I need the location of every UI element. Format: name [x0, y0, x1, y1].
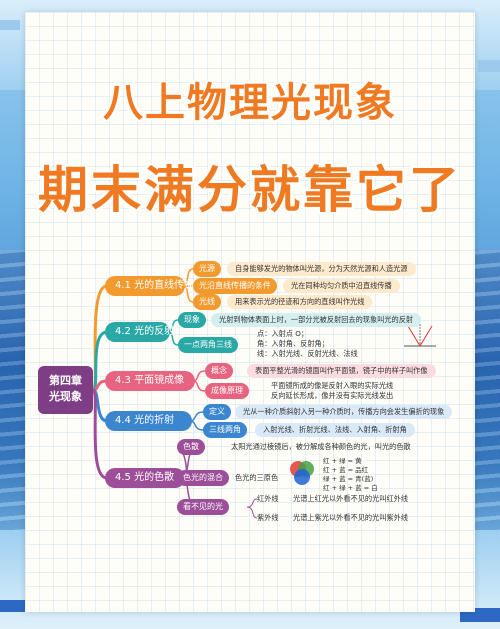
leaf-light-source: 自身能够发光的物体叫光源，分为天然光源和人造光源 — [227, 262, 416, 276]
root-line-2: 光现象 — [49, 390, 82, 403]
detail-line: 线：入射光线、反射光线、法线 — [257, 349, 358, 358]
sub-definition: 定义 — [203, 404, 231, 420]
title-line-2: 期末满分就靠它了 — [38, 161, 462, 219]
mix-magenta: 红 + 蓝 = 品红 — [323, 466, 369, 474]
pixel-decoration — [0, 20, 20, 30]
leaf-definition: 光从一种介质斜射入另一种介质时，传播方向会发生偏折的现象 — [235, 405, 453, 419]
branch-4-5: 4.5 光的色散 — [105, 468, 185, 488]
mind-map: 第四章 光现象 4.1 光的直线传播 光源 自身能够发光的物体叫光源，分为天然光… — [25, 250, 475, 550]
leaf-dispersion: 太阳光通过棱镜后，被分解成各种颜色的光，叫光的色散 — [231, 442, 411, 451]
branch-4-2: 4.2 光的反射 — [105, 322, 174, 342]
color-mix-list: 红 + 绿 = 黄 红 + 蓝 = 品红 绿 + 蓝 = 青(蓝) 红 + 绿 … — [323, 457, 378, 493]
sub-light-ray: 光线 — [193, 294, 221, 310]
reflection-diagram — [404, 324, 436, 347]
sub-color-mixing: 色光的混合 — [177, 470, 229, 486]
infrared-text: 光谱上红光以外看不见的光叫红外线 — [293, 494, 409, 503]
infrared-label: 红外线 — [257, 494, 279, 503]
principle-detail: 平面镜所成的像是反射入眼的实际光线 反向延长形成，像并没有实际光线发出 — [271, 381, 393, 401]
ultraviolet-text: 光谱上紫光以外看不见的光叫紫外线 — [293, 513, 409, 522]
sub-light-source: 光源 — [193, 261, 221, 277]
mix-cyan: 绿 + 蓝 = 青(蓝) — [323, 475, 374, 483]
rgb-circles-icon — [290, 461, 314, 485]
sub-three-lines-two-angles: 三线两角 — [203, 422, 247, 438]
principle-line-2: 反向延长形成，像并没有实际光线发出 — [271, 391, 394, 400]
mix-white: 红 + 绿 + 蓝 = 白 — [323, 484, 378, 492]
leaf-straight-condition: 光在同种均匀介质中沿直线传播 — [283, 279, 400, 293]
root-node: 第四章 光现象 — [38, 366, 93, 414]
pixel-decoration — [0, 600, 30, 612]
leaf-three-lines: 入射光线、折射光线、法线、入射角、折射角 — [255, 423, 415, 437]
sub-invisible-light: 看不见的光 — [177, 499, 229, 515]
notebook-card — [25, 12, 475, 612]
sub-phenomenon: 现象 — [178, 312, 206, 328]
ultraviolet-label: 紫外线 — [257, 513, 279, 522]
leaf-light-ray: 用来表示光的径迹和方向的直线叫作光线 — [227, 295, 373, 309]
title-line-1: 八上物理光现象 — [103, 80, 397, 126]
detail-angle: 角：入射角、反射角； — [257, 339, 329, 348]
branch-4-4: 4.4 光的折射 — [105, 411, 192, 431]
primary-colors-label: 色光的三原色 — [235, 473, 279, 482]
principle-line-1: 平面镜所成的像是反射入眼的实际光线 — [271, 381, 394, 390]
leaf-phenomenon: 光射到物体表面上时，一部分光被反射回去的现象叫光的反射 — [211, 313, 422, 327]
sub-concept: 概念 — [205, 363, 233, 379]
sub-imaging-principle: 成像原理 — [205, 383, 249, 399]
leaf-concept: 表面平整光滑的镜面叫作平面镜，镜子中的样子叫作像 — [247, 364, 436, 378]
pixel-decoration — [478, 60, 500, 72]
mix-yellow: 红 + 绿 = 黄 — [323, 457, 362, 465]
reflection-detail: 点：入射点 O； 角：入射角、反射角； 线：入射光线、反射光线、法线 — [257, 329, 358, 359]
sub-dispersion: 色散 — [177, 439, 205, 455]
root-line-1: 第四章 — [49, 374, 82, 387]
sub-point-angles-lines: 一点两角三线 — [178, 337, 238, 353]
sub-straight-condition: 光沿直线传播的条件 — [193, 278, 277, 294]
branch-4-3: 4.3 平面镜成像 — [105, 371, 195, 391]
detail-point: 点：入射点 O； — [257, 329, 309, 338]
branch-4-1: 4.1 光的直线传播 — [105, 276, 194, 296]
